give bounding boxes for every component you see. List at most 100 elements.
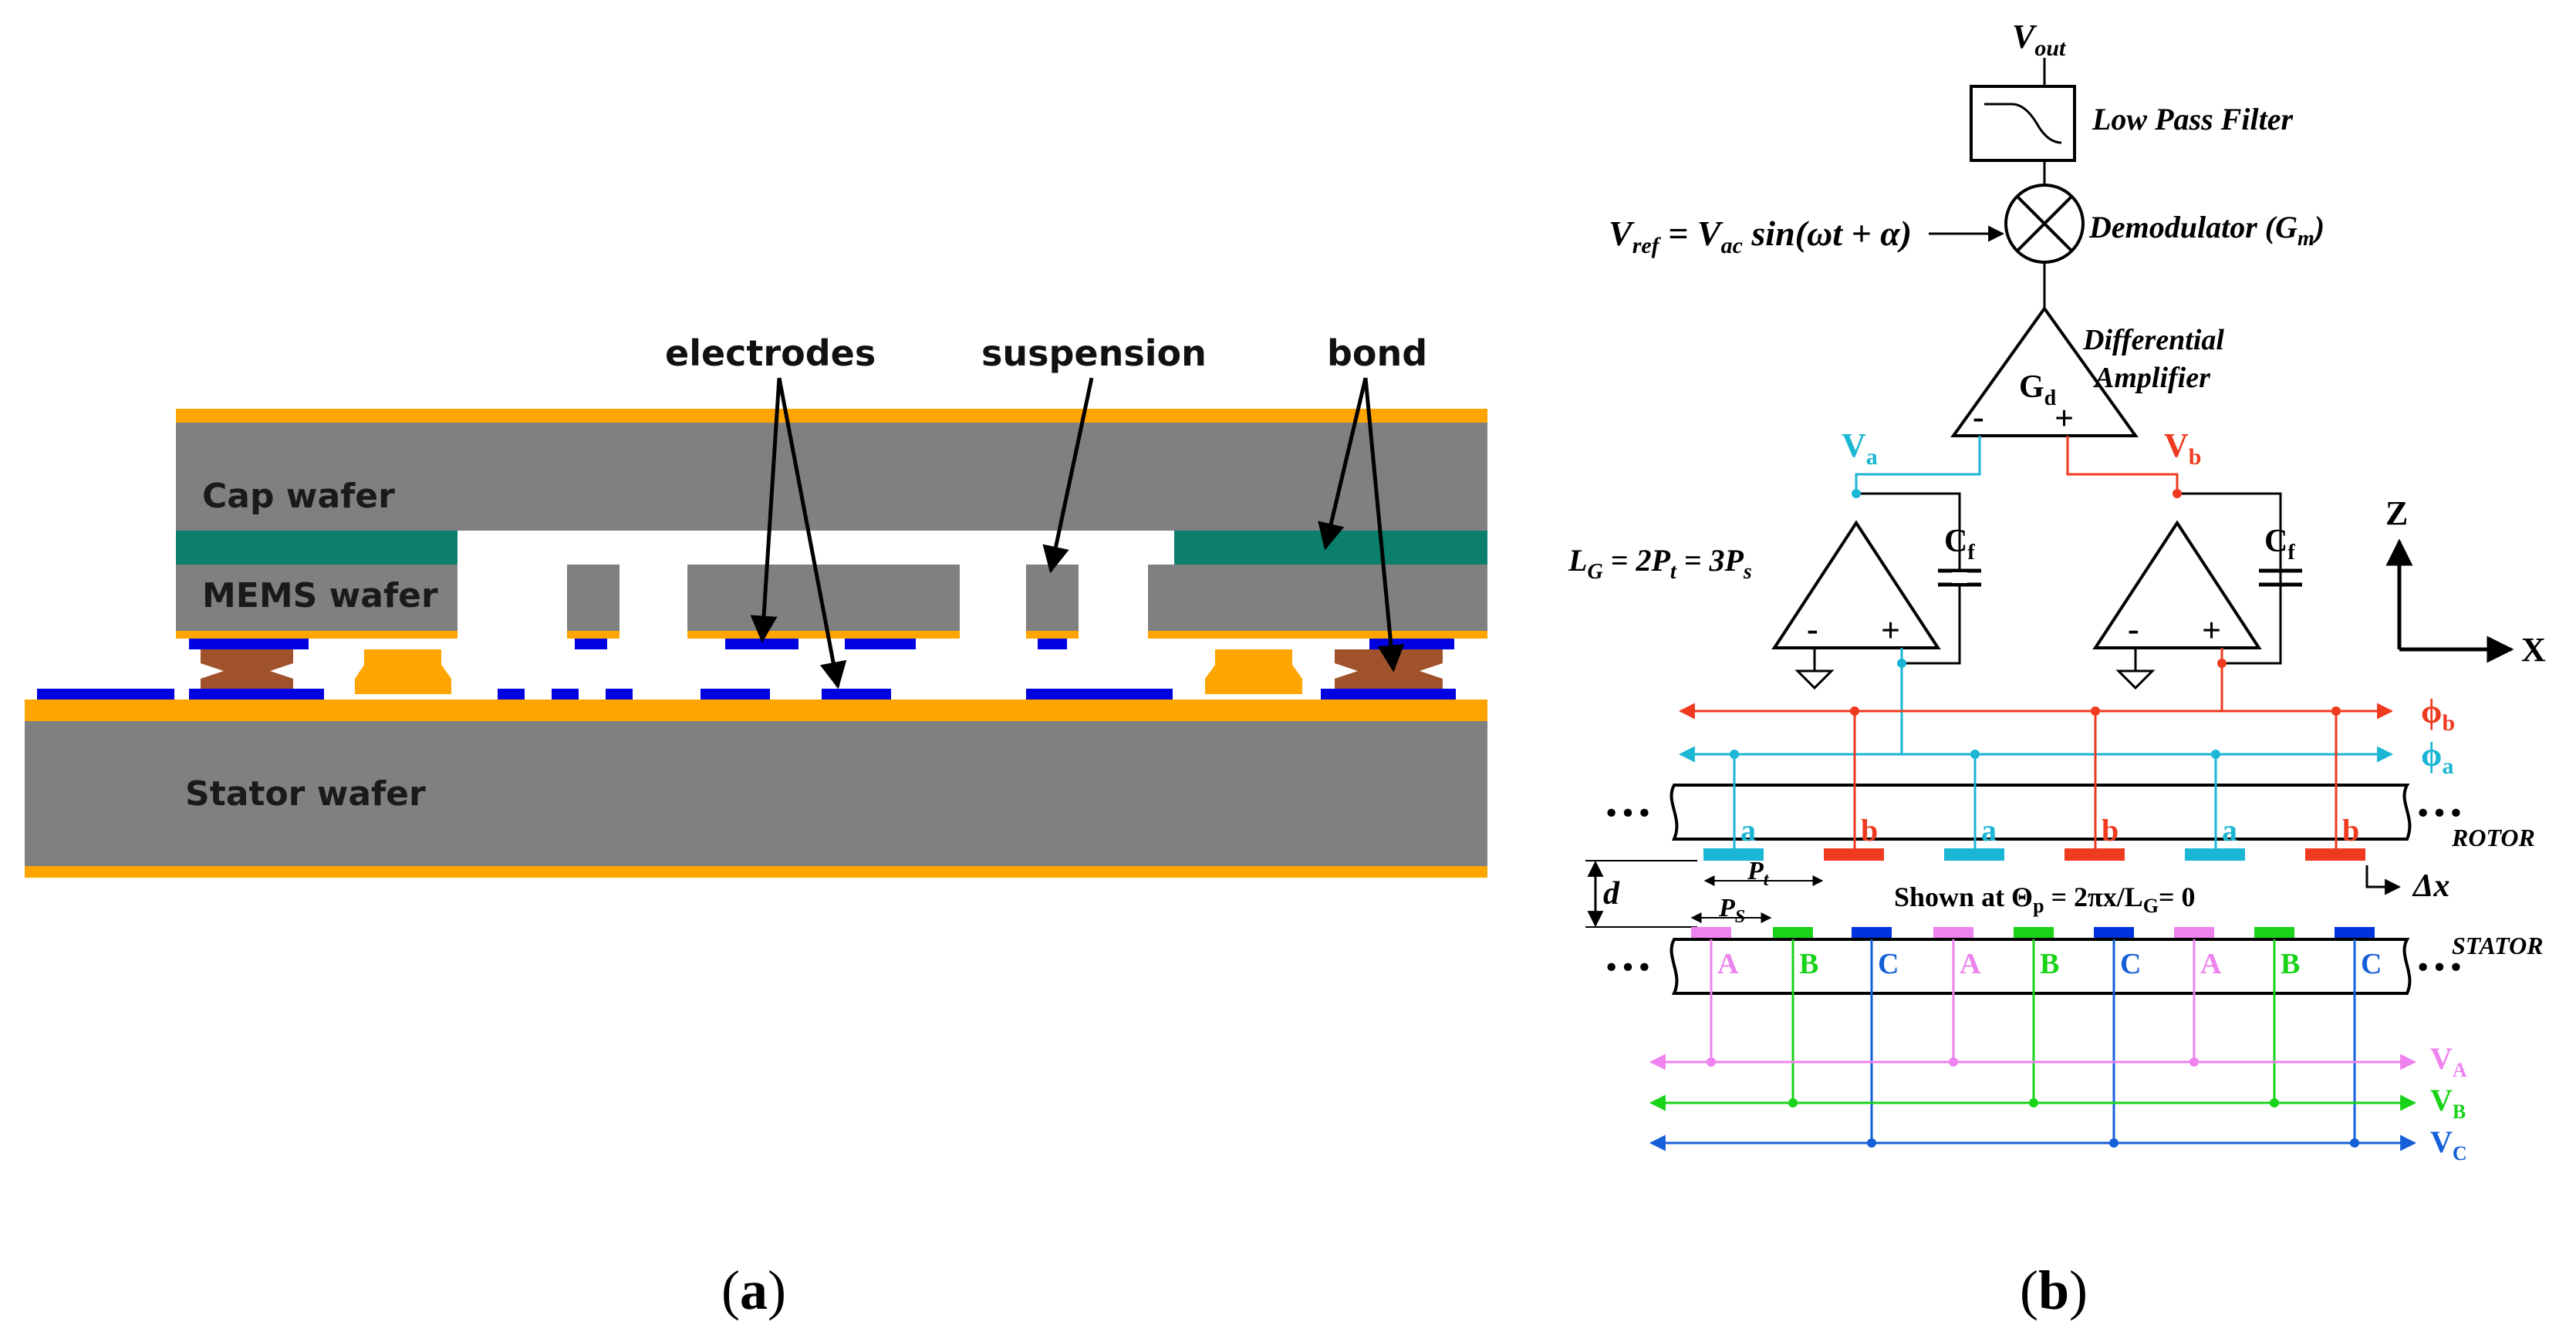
stator-electrode-C bbox=[2094, 927, 2134, 939]
mems-segment-1 bbox=[176, 565, 457, 631]
z-axis-label: Z bbox=[2385, 494, 2408, 532]
stator-ellipsis-right: ··· bbox=[2415, 939, 2464, 994]
right-charge-amplifier bbox=[2092, 520, 2262, 649]
amplifier-label: Amplifier bbox=[2093, 362, 2211, 394]
stator-electrode bbox=[606, 689, 633, 700]
right-amp-plus: + bbox=[2202, 612, 2221, 649]
rotor-electrode-label: a bbox=[1740, 813, 1756, 848]
mems-wafer-label: MEMS wafer bbox=[202, 576, 438, 615]
filter-response-curve bbox=[1984, 103, 2062, 144]
left-cf-label: Cf bbox=[1944, 524, 1975, 565]
stator-electrode-row bbox=[1691, 927, 2375, 939]
cap-wafer bbox=[176, 423, 1487, 531]
rotor-tap-node bbox=[1730, 750, 1739, 759]
right-ground-icon bbox=[2115, 669, 2156, 690]
low-pass-filter-label: Low Pass Filter bbox=[2092, 102, 2293, 137]
stator-electrode bbox=[1321, 689, 1456, 700]
vb-phase-label: VB bbox=[2430, 1083, 2466, 1123]
rotor-ellipsis-left: ··· bbox=[1603, 785, 1653, 840]
stator-electrode bbox=[552, 689, 579, 700]
demodulator-label: Demodulator (Gm) bbox=[2088, 210, 2324, 251]
mems-electrode bbox=[189, 639, 309, 649]
mems-segment-4 bbox=[1026, 565, 1079, 631]
mems-electrode bbox=[1369, 639, 1454, 649]
stator-electrode bbox=[701, 689, 770, 700]
stator-electrode-A bbox=[2174, 927, 2214, 939]
rotor-tap-node bbox=[1970, 750, 1980, 759]
rotor-tap-node bbox=[2091, 706, 2100, 716]
delta-x-label: Δx bbox=[2412, 868, 2449, 904]
stator-bottom-metal bbox=[25, 866, 1487, 878]
stator-electrode bbox=[37, 689, 174, 700]
panel-b-circuit: Vout Low Pass Filter Demodulator (Gm) Vr… bbox=[1568, 18, 2546, 1321]
stator-ellipsis-left: ··· bbox=[1603, 939, 1653, 994]
stator-electrode-A bbox=[1933, 927, 1973, 939]
stator-electrode-B bbox=[2014, 927, 2054, 939]
left-amp-minus: - bbox=[1807, 610, 1818, 648]
rotor-electrode-row: a b a b a b bbox=[1703, 706, 2365, 861]
caption-a: (a) bbox=[721, 1259, 786, 1321]
stator-wafer-label: Stator wafer bbox=[185, 774, 426, 814]
mems-electrode bbox=[845, 639, 916, 649]
right-plus-node bbox=[2217, 659, 2227, 668]
vref-label: Vref = Vac sin(ωt + α) bbox=[1609, 214, 1912, 258]
right-cf-label: Cf bbox=[2264, 524, 2295, 565]
mems-electrode bbox=[725, 639, 798, 649]
left-amp-plus: + bbox=[1881, 612, 1900, 649]
stator-electrode-C bbox=[1852, 927, 1892, 939]
vb-label: Vb bbox=[2164, 426, 2201, 470]
mems-segment-2 bbox=[567, 565, 620, 631]
stator-tap-label: A bbox=[1717, 948, 1739, 980]
vb-wire bbox=[2066, 436, 2179, 497]
stator-tap-label: B bbox=[1799, 948, 1818, 980]
rotor-electrode-a bbox=[1944, 848, 2004, 861]
rotor-electrode-label: a bbox=[2222, 813, 2237, 848]
delta-x-arrow bbox=[2365, 865, 2402, 895]
cap-top-metal bbox=[176, 409, 1487, 423]
mems-electrode bbox=[1038, 639, 1067, 649]
panel-a-cross-section: Cap wafer MEMS wafer Stator wafer electr… bbox=[25, 332, 1487, 1321]
shown-at-label: Shown at Θp = 2πx/LG= 0 bbox=[1894, 882, 2196, 917]
stator-top-metal bbox=[25, 700, 1487, 721]
caption-b: (b) bbox=[2020, 1259, 2088, 1321]
x-axis-label: X bbox=[2521, 631, 2546, 669]
electrodes-arrow-1 bbox=[750, 377, 782, 643]
mems-metal bbox=[567, 631, 620, 639]
anchor-right bbox=[1205, 649, 1302, 694]
stator-label: STATOR bbox=[2452, 932, 2544, 959]
stator-tap-label: C bbox=[2120, 948, 2141, 980]
rotor-electrode-label: b bbox=[2342, 813, 2359, 848]
cap-seal-left bbox=[176, 531, 457, 565]
demodulator-cross bbox=[2016, 195, 2073, 252]
bond-callout: bond bbox=[1327, 332, 1427, 374]
gd-label: Gd bbox=[2019, 369, 2057, 410]
left-ground-icon bbox=[1794, 669, 1835, 690]
vout-label: Vout bbox=[2012, 18, 2067, 61]
electrodes-arrow-2 bbox=[777, 377, 847, 689]
va-node bbox=[1852, 489, 1861, 498]
phi-a-label: ϕa bbox=[2421, 736, 2453, 779]
rotor-tap-node bbox=[2211, 750, 2220, 759]
rotor-electrode-label: a bbox=[1981, 813, 1997, 848]
rotor-electrode-a bbox=[2185, 848, 2245, 861]
rotor-electrode-a bbox=[1703, 848, 1764, 861]
rotor-ellipsis-right: ··· bbox=[2415, 785, 2464, 840]
rotor-label: ROTOR bbox=[2451, 824, 2535, 851]
mems-metal bbox=[1026, 631, 1079, 639]
differential-amplifier bbox=[1950, 305, 2139, 437]
stator-electrode-A bbox=[1691, 927, 1731, 939]
left-plus-node bbox=[1897, 659, 1906, 668]
mems-metal bbox=[176, 631, 457, 639]
bond-arrow-1 bbox=[1318, 377, 1368, 551]
suspension-arrow bbox=[1042, 377, 1094, 574]
vb-node bbox=[2173, 489, 2182, 498]
suspension-callout: suspension bbox=[981, 332, 1207, 374]
stator-tap-label: A bbox=[2200, 948, 2222, 980]
rotor-electrode-b bbox=[2305, 848, 2365, 861]
electrodes-callout: electrodes bbox=[665, 332, 876, 374]
cap-seal-right bbox=[1174, 531, 1487, 565]
vc-phase-label: VC bbox=[2430, 1124, 2467, 1165]
va-label: Va bbox=[1842, 426, 1878, 470]
stator-tap-label: C bbox=[1878, 948, 1899, 980]
pt-label: Pt bbox=[1747, 857, 1770, 890]
